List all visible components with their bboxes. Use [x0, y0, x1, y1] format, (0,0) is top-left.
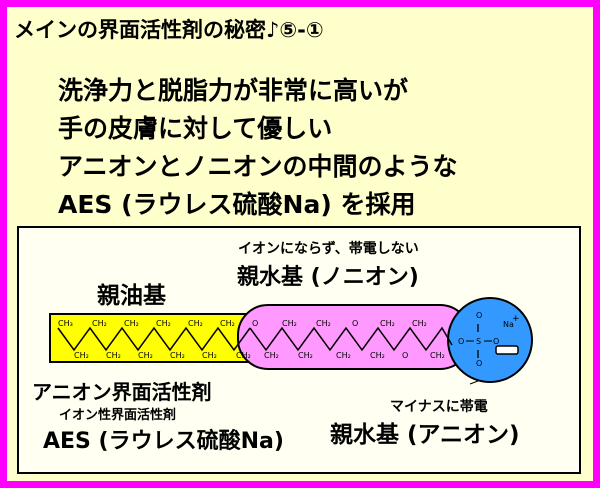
svg-text:CH₂: CH₂: [336, 351, 351, 360]
svg-text:S: S: [476, 337, 481, 346]
description-line-4: AES (ラウレス硫酸Na) を採用: [58, 190, 416, 219]
alkyl-atom-labels: CH₃ CH₂ CH₂ CH₂ CH₂ CH₂ CH₂ CH₂ CH₂ CH₂ …: [58, 319, 251, 360]
sulfate-group: O ‖ O S O ‖ O Na +: [458, 311, 520, 368]
svg-text:‖: ‖: [476, 323, 480, 332]
svg-text:O: O: [352, 319, 358, 328]
alkyl-zigzag: [57, 326, 251, 352]
svg-text:+: +: [512, 314, 520, 324]
nonionic-label: 親水基 (ノニオン): [237, 265, 419, 290]
surfactant-name: アニオン界面活性剤: [32, 380, 212, 404]
svg-text:O: O: [493, 337, 499, 346]
svg-text:CH₃: CH₃: [58, 319, 73, 328]
svg-text:CH₂: CH₂: [370, 351, 385, 360]
svg-text:O: O: [252, 319, 258, 328]
anionic-note: マイナスに帯電: [390, 399, 488, 415]
svg-text:CH₂: CH₂: [220, 319, 235, 328]
svg-text:CH₂: CH₂: [380, 319, 395, 328]
svg-text:CH₂: CH₂: [430, 351, 445, 360]
svg-text:O: O: [476, 359, 482, 368]
svg-text:CH₂: CH₂: [156, 319, 171, 328]
svg-text:CH₂: CH₂: [74, 351, 89, 360]
svg-text:CH₂: CH₂: [106, 351, 121, 360]
svg-text:CH₂: CH₂: [202, 351, 217, 360]
description-line-1: 洗浄力と脱脂力が非常に高いが: [58, 76, 409, 105]
description-line-3: アニオンとノニオンの中間のような: [58, 152, 458, 181]
minus-charge: [495, 345, 519, 355]
ethoxy-zigzag: [249, 326, 453, 352]
svg-text:CH₂: CH₂: [264, 351, 279, 360]
nonionic-note: イオンにならず、帯電しない: [238, 241, 419, 257]
svg-text:O: O: [458, 337, 464, 346]
svg-text:CH₂: CH₂: [412, 319, 427, 328]
lipophilic-label: 親油基: [97, 283, 166, 309]
description-line-2: 手の皮膚に対して優しい: [58, 114, 333, 143]
svg-text:CH₂: CH₂: [124, 319, 139, 328]
page-title: メインの界面活性剤の秘密♪⑤-①: [14, 18, 324, 42]
surfactant-sub: イオン性界面活性剤: [59, 408, 177, 423]
svg-text:CH₂: CH₂: [282, 319, 297, 328]
svg-text:CH₂: CH₂: [92, 319, 107, 328]
svg-text:CH₂: CH₂: [298, 351, 313, 360]
svg-text:CH₂: CH₂: [170, 351, 185, 360]
svg-text:CH₂: CH₂: [138, 351, 153, 360]
svg-text:Na: Na: [503, 320, 514, 329]
anionic-label: 親水基 (アニオン): [330, 422, 520, 448]
anionic-head: [447, 297, 533, 383]
surfactant-full: AES (ラウレス硫酸Na): [43, 429, 284, 454]
ethoxy-atom-labels: O CH₂ CH₂ O CH₂ CH₂ CH₂ CH₂ CH₂ CH₂ O CH…: [252, 319, 445, 360]
svg-text:‖: ‖: [476, 349, 480, 358]
svg-text:CH₂: CH₂: [188, 319, 203, 328]
description: 洗浄力と脱脂力が非常に高いが 手の皮膚に対して優しい アニオンとノニオンの中間の…: [58, 72, 458, 224]
svg-text:CH₂: CH₂: [236, 351, 251, 360]
svg-text:CH₂: CH₂: [316, 319, 331, 328]
anion-pointer: [469, 380, 479, 385]
svg-text:O: O: [402, 351, 408, 360]
svg-text:O: O: [476, 311, 482, 320]
